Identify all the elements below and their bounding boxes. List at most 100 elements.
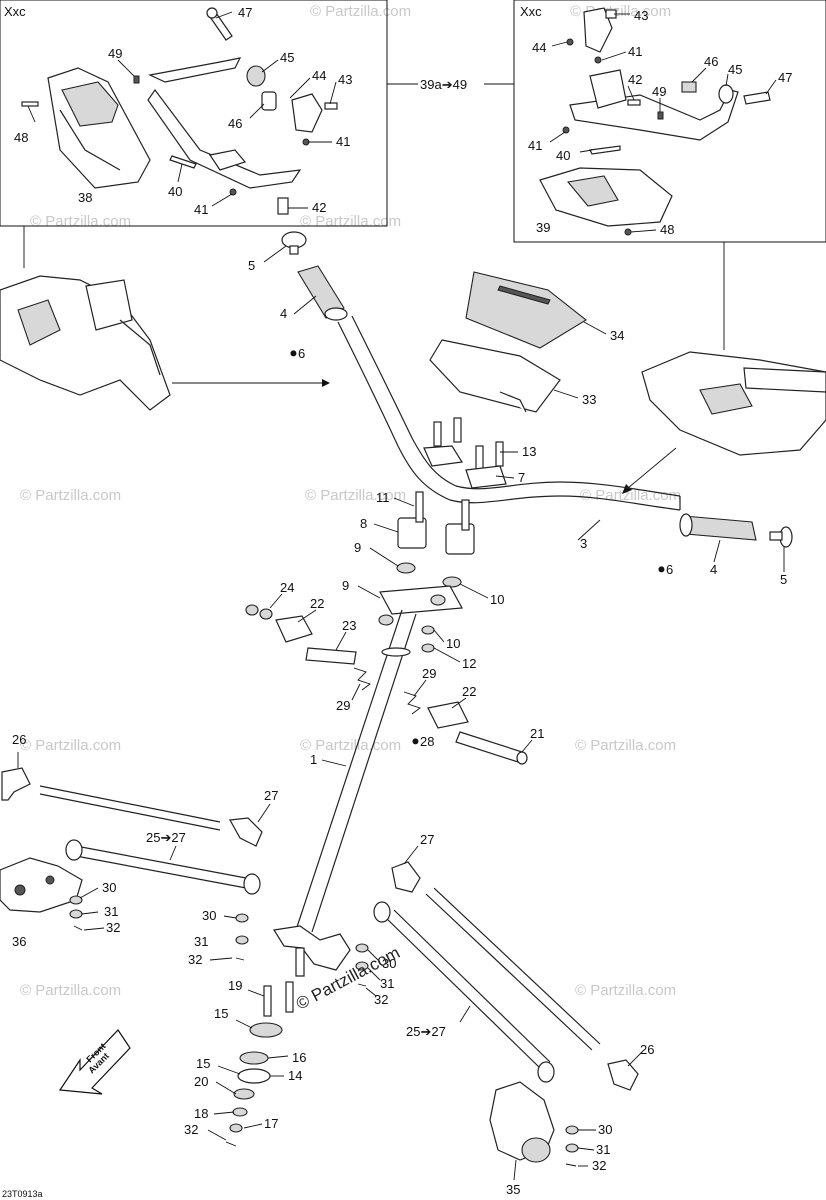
bolt	[495, 441, 504, 467]
part-label: 34	[610, 328, 624, 343]
handlebar-tube-edge	[351, 315, 681, 497]
bushing	[378, 614, 394, 626]
part-label: 33	[582, 392, 596, 407]
inset-label: Xxc	[4, 4, 26, 19]
screw	[21, 101, 39, 107]
leader-line	[521, 739, 533, 753]
part-label: 13	[522, 444, 536, 459]
bushing	[718, 84, 734, 104]
spacer	[246, 65, 266, 87]
leader-line	[627, 85, 635, 101]
leader-line	[209, 957, 233, 961]
part-label: 44	[312, 68, 326, 83]
part-label: 8	[360, 516, 367, 531]
handguard-edge	[59, 109, 121, 171]
leader-line	[83, 927, 105, 931]
leader-line	[367, 949, 381, 963]
part-label: 16	[292, 1050, 306, 1065]
steering-column: 1	[273, 609, 417, 977]
handlebar-pad	[465, 271, 587, 349]
part-label: 41	[528, 138, 542, 153]
bushing	[396, 562, 416, 574]
part-label: 45	[728, 62, 742, 77]
leader-line	[577, 519, 601, 541]
leader-line	[713, 539, 721, 563]
part-label: 28	[420, 734, 434, 749]
part-label: 40	[556, 148, 570, 163]
washer	[421, 643, 435, 653]
leader-line	[297, 609, 317, 623]
bolt	[415, 491, 424, 523]
pivot	[14, 884, 26, 896]
range-label: 39a➔49	[420, 77, 467, 92]
bushing-sleeve	[305, 647, 357, 665]
part-label: 27	[420, 832, 434, 847]
handlebar-pad-notch	[499, 391, 527, 413]
upper-clamp	[423, 445, 464, 467]
inset-border	[0, 0, 388, 227]
clamp-block	[291, 93, 323, 133]
drop-icon: ⚫	[410, 735, 421, 750]
part-label: 41	[336, 134, 350, 149]
part-label: 41	[194, 202, 208, 217]
watermark: © Partzilla.com	[300, 213, 401, 230]
tie-rod-left: 26 27 25➔27 30 31 32 36 30 31 32	[0, 732, 278, 967]
inset-label: Xxc	[520, 4, 542, 19]
part-label: 30	[202, 908, 216, 923]
pitman-arm	[0, 857, 83, 913]
washer	[235, 913, 249, 923]
leader-line	[513, 1159, 517, 1181]
washer	[259, 608, 273, 620]
part-label: 42	[312, 200, 326, 215]
part-label: 32	[374, 992, 388, 1007]
part-label: 6	[298, 346, 305, 361]
part-label: 39	[536, 220, 550, 235]
handlebar-tube-edge	[337, 321, 681, 511]
spacer	[681, 81, 697, 93]
bracket-lower	[147, 88, 302, 189]
screw	[324, 102, 338, 110]
leader-line	[207, 1129, 227, 1141]
leader-line	[243, 1123, 263, 1129]
part-label: 48	[660, 222, 674, 237]
leader-line	[495, 475, 515, 479]
bolt	[433, 421, 442, 447]
part-label: 32	[184, 1122, 198, 1137]
part-label: 43	[338, 72, 352, 87]
leader-line	[81, 911, 99, 915]
bolt	[475, 445, 484, 471]
washer	[565, 1125, 579, 1135]
washer	[624, 228, 632, 236]
bolt-head	[516, 751, 528, 765]
assembled-handguard-left	[0, 275, 171, 411]
tie-rod-end	[229, 817, 263, 847]
washer	[229, 188, 237, 196]
leader-line	[549, 131, 566, 143]
drop-icon: ⚫	[288, 347, 299, 362]
bearing	[239, 1051, 269, 1065]
part-label: 1	[310, 752, 317, 767]
part-label: 32	[188, 952, 202, 967]
column-edge	[311, 613, 417, 933]
leader-line	[601, 51, 627, 61]
leader-line	[765, 79, 777, 95]
nut	[133, 75, 140, 84]
part-label: 42	[628, 72, 642, 87]
part-label: 46	[228, 116, 242, 131]
part-label: 31	[596, 1142, 610, 1157]
bolt	[743, 91, 771, 105]
handlebar-assembly: 5 4 ⚫ 6 34 33 3 ⚫ 6 4 5	[248, 231, 793, 587]
leader-line	[459, 1005, 471, 1023]
ball-joint	[243, 873, 261, 895]
part-label: 30	[382, 956, 396, 971]
column-edge	[295, 609, 403, 931]
bolt-head	[206, 7, 218, 19]
pin	[589, 145, 621, 155]
leader-line	[725, 73, 729, 87]
part-label: 15	[214, 1006, 228, 1021]
cotter-pin	[235, 957, 245, 961]
part-label: 11	[376, 490, 390, 505]
rod-edge	[39, 793, 221, 831]
tie-rod-end	[607, 1059, 639, 1091]
upper-clamp	[465, 465, 507, 489]
